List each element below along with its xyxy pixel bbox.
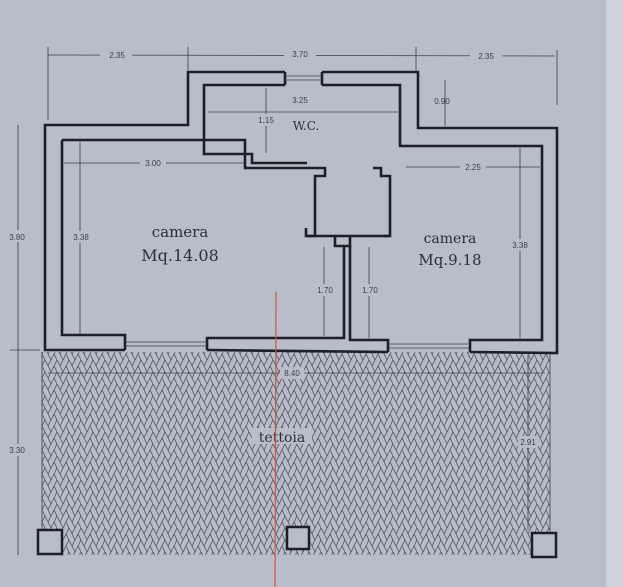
dim-right-room-height: 3.38 — [512, 241, 528, 250]
window-top — [285, 75, 322, 81]
tettoia-area — [42, 352, 550, 555]
left-room-wall — [60, 138, 346, 350]
dim-tettoia-height: 3.30 — [9, 446, 25, 455]
dim-top-left: 2.35 — [109, 51, 125, 60]
room-label-wc: W.C. — [293, 119, 320, 133]
pillar — [36, 528, 64, 556]
room-label-camera-left: camera — [152, 223, 209, 241]
room-area-camera-right: Mq.9.18 — [418, 251, 481, 269]
dim-left-room-height: 3.38 — [73, 233, 89, 242]
dim-wc-width: 3.25 — [292, 96, 308, 105]
dim-overall-height: 3.80 — [9, 233, 25, 242]
dim-corridor-left: 1.70 — [317, 286, 333, 295]
dim-top-center: 3.70 — [292, 50, 308, 59]
window-left — [125, 341, 207, 347]
pillar — [285, 525, 311, 551]
red-line — [274, 291, 277, 587]
dim-tettoia-side: 2.91 — [520, 438, 536, 447]
outer-wall — [43, 70, 559, 355]
dim-tettoia-width: 8.40 — [284, 369, 300, 378]
room-area-camera-left: Mq.14.08 — [141, 246, 219, 265]
window-right — [388, 343, 470, 349]
dim-corridor-right: 1.70 — [362, 286, 378, 295]
dim-top-right: 2.35 — [478, 52, 494, 61]
pillar — [530, 531, 558, 559]
dim-wc-offset: 0.90 — [434, 97, 450, 106]
dim-wc-height: 1.15 — [258, 116, 274, 125]
dim-right-room-width: 2.25 — [465, 163, 481, 172]
dim-left-room-width: 3.00 — [145, 159, 161, 168]
room-label-tettoia: tettoia — [259, 430, 305, 446]
room-label-camera-right: camera — [424, 231, 477, 247]
